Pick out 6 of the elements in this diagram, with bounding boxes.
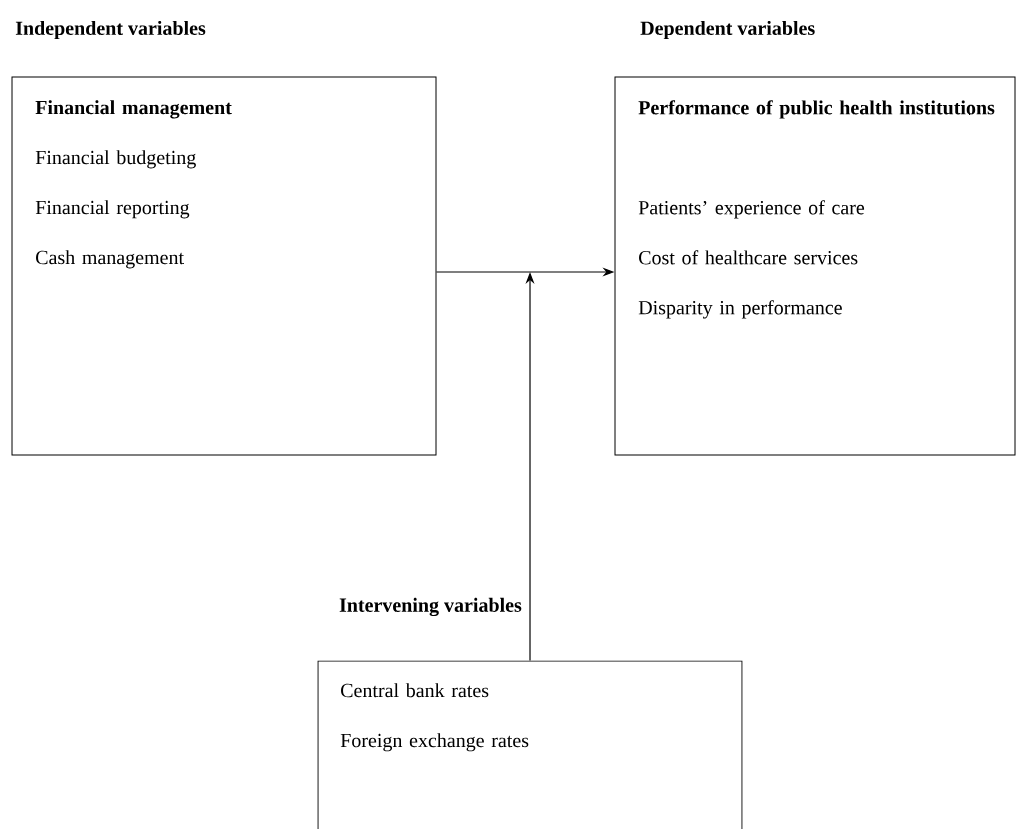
variable-box: Performance of public health institutions Patients’ experience of care Cost of healthcare services Disparity in performance	[614, 76, 1016, 456]
variable-box: Financial management Financial budgeting Financial reporting Cash management	[11, 76, 437, 456]
column-heading: Dependent variables	[640, 20, 815, 40]
column-heading: Independent variables	[15, 20, 206, 40]
variable-box: Central bank rates Foreign exchange rates	[317, 660, 743, 829]
column-heading: Intervening variables	[339, 597, 522, 617]
